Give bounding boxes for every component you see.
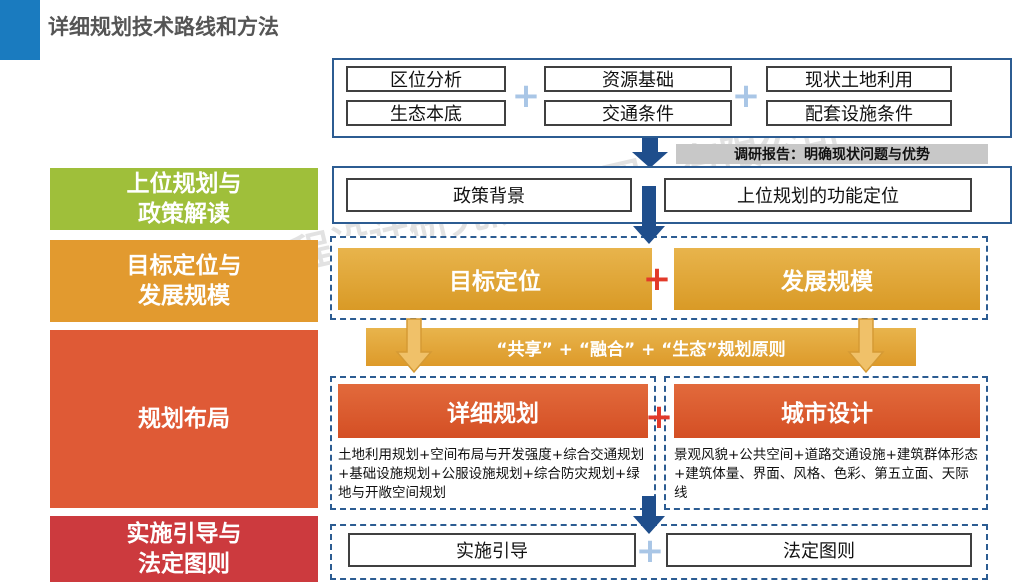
- plus-icon: +: [511, 76, 541, 116]
- arrow-down-icon: [632, 138, 668, 168]
- arrow-down-icon: [847, 318, 885, 374]
- box-implementation-guidance: 实施引导: [348, 533, 636, 567]
- stage-implementation: 实施引导与 法定图则: [50, 516, 318, 582]
- box-upper-plan-function: 上位规划的功能定位: [664, 178, 972, 212]
- arrow-down-icon: [633, 496, 665, 534]
- box-statutory-plan: 法定图则: [666, 533, 972, 567]
- box-policy-background: 政策背景: [346, 178, 632, 212]
- box-resource-base: 资源基础: [544, 66, 732, 92]
- box-urban-design: 城市设计: [674, 384, 980, 438]
- stage-goal-scale: 目标定位与 发展规模: [50, 240, 318, 322]
- plus-icon: +: [644, 397, 674, 437]
- box-goal-positioning: 目标定位: [338, 248, 652, 310]
- box-traffic-condition: 交通条件: [544, 100, 732, 126]
- stage-upper-planning: 上位规划与 政策解读: [50, 168, 318, 230]
- survey-report-label: 调研报告：明确现状问题与优势: [676, 144, 988, 164]
- box-detailed-planning: 详细规划: [338, 384, 648, 438]
- box-location-analysis: 区位分析: [346, 66, 506, 92]
- plus-icon: +: [731, 76, 761, 116]
- title-accent-bar: [0, 0, 40, 60]
- arrow-down-icon: [395, 318, 433, 374]
- plus-icon: +: [642, 259, 672, 299]
- plus-icon: +: [635, 531, 665, 571]
- box-supporting-facilities: 配套设施条件: [766, 100, 952, 126]
- box-ecology-base: 生态本底: [346, 100, 506, 126]
- arrow-down-icon: [633, 186, 665, 244]
- page-title: 详细规划技术路线和方法: [48, 15, 279, 39]
- box-current-land-use: 现状土地利用: [766, 66, 952, 92]
- principle-bar: “共享” + “融合” + “生态”规划原则: [366, 328, 916, 366]
- urban-design-description: 景观风貌+公共空间+道路交通设施+建筑群体形态+建筑体量、界面、风格、色彩、第五…: [674, 447, 978, 501]
- box-development-scale: 发展规模: [674, 248, 980, 310]
- stage-layout: 规划布局: [50, 330, 318, 508]
- detailed-plan-description: 土地利用规划+空间布局与开发强度+综合交通规划+基础设施规划+公服设施规划+综合…: [338, 447, 645, 501]
